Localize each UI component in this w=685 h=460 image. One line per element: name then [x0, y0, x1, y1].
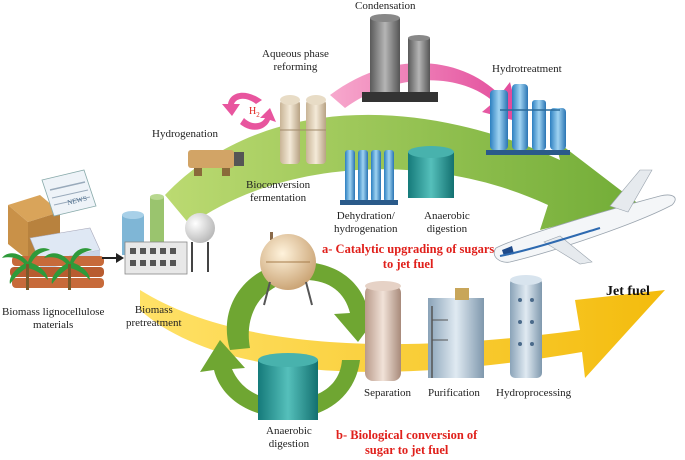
feed-arrowhead [116, 253, 124, 263]
label-h2-text: H [249, 106, 257, 117]
h2-cycle-arrow-return [240, 108, 276, 130]
anaerobic-digester-bottom [258, 353, 318, 420]
label-hydrogenation: Hydrogenation [152, 128, 218, 140]
airplane-icon [493, 169, 676, 265]
pathway-a-title: a- Catalytic upgrading of sugars to jet … [322, 242, 494, 272]
pathway-b-line1: b- Biological conversion of [336, 428, 478, 442]
label-h2: H2 [249, 106, 260, 119]
pathway-a-line1: a- Catalytic upgrading of sugars [322, 242, 495, 256]
green-pathway-arrow [165, 114, 640, 230]
label-condensation: Condensation [355, 0, 416, 12]
label-hydrotreatment: Hydrotreatment [492, 63, 562, 75]
hydrogenation-unit [188, 150, 244, 176]
separation-unit [365, 281, 401, 381]
label-dehydration-hydrogenation: Dehydration/ hydrogenation [334, 210, 398, 236]
label-aqueous-phase-reforming: Aqueous phase reforming [262, 48, 329, 74]
label-anaerobic-digestion-top: Anaerobic digestion [424, 210, 470, 236]
condensation-units [362, 14, 438, 102]
label-anaerobic-bottom-line1: Anaerobic [266, 425, 312, 437]
label-hydroprocessing: Hydroprocessing [496, 387, 572, 399]
green-cycle-arrow-upper [226, 261, 382, 350]
label-anaerobic-top-line1: Anaerobic [424, 210, 470, 222]
fermentation-vessel [260, 232, 316, 306]
label-anaerobic-bottom-line2: digestion [268, 438, 310, 450]
label-bioconversion-fermentation: Bioconversion fermentation [246, 179, 310, 205]
green-cycle-arrow-lower [200, 340, 360, 419]
pathway-a-line2: to jet fuel [382, 257, 434, 271]
label-bioconversion-line2: fermentation [249, 192, 307, 204]
label-biomass-line2: materials [33, 319, 74, 331]
label-jet-fuel: Jet fuel [606, 284, 650, 299]
label-aqueous-line2: reforming [273, 61, 318, 73]
label-dehydration-line2: hydrogenation [334, 223, 398, 235]
label-biomass-line1: Biomass lignocellulose [2, 306, 105, 318]
pathway-b-title: b- Biological conversion of sugar to jet… [336, 428, 477, 458]
label-anaerobic-top-line2: digestion [426, 223, 468, 235]
label-aqueous-line1: Aqueous phase [262, 48, 329, 60]
label-h2-sub: 2 [256, 111, 260, 119]
label-bioconversion-line1: Bioconversion [246, 179, 311, 191]
hydroprocessing-unit [510, 275, 542, 378]
aqueous-reforming-towers [280, 95, 326, 164]
hydrotreatment-units [486, 84, 570, 155]
purification-unit [428, 288, 484, 378]
dehydration-units [340, 150, 398, 205]
anaerobic-digester-top [408, 146, 454, 198]
pathway-b-line2: sugar to jet fuel [364, 443, 449, 457]
label-pretreatment-line2: pretreatment [126, 317, 182, 329]
h2-cycle-arrow [222, 92, 262, 116]
label-pretreatment-line1: Biomass [134, 304, 173, 316]
pretreatment-plant [122, 194, 215, 275]
label-biomass-pretreatment: Biomass pretreatment [126, 304, 182, 330]
label-dehydration-line1: Dehydration/ [336, 210, 395, 222]
biomass-materials-illustration [2, 169, 104, 290]
label-separation: Separation [364, 387, 412, 399]
label-purification: Purification [428, 387, 480, 399]
label-biomass-lignocellulose: Biomass lignocellulose materials [2, 306, 104, 332]
label-anaerobic-digestion-bottom: Anaerobic digestion [266, 425, 312, 451]
